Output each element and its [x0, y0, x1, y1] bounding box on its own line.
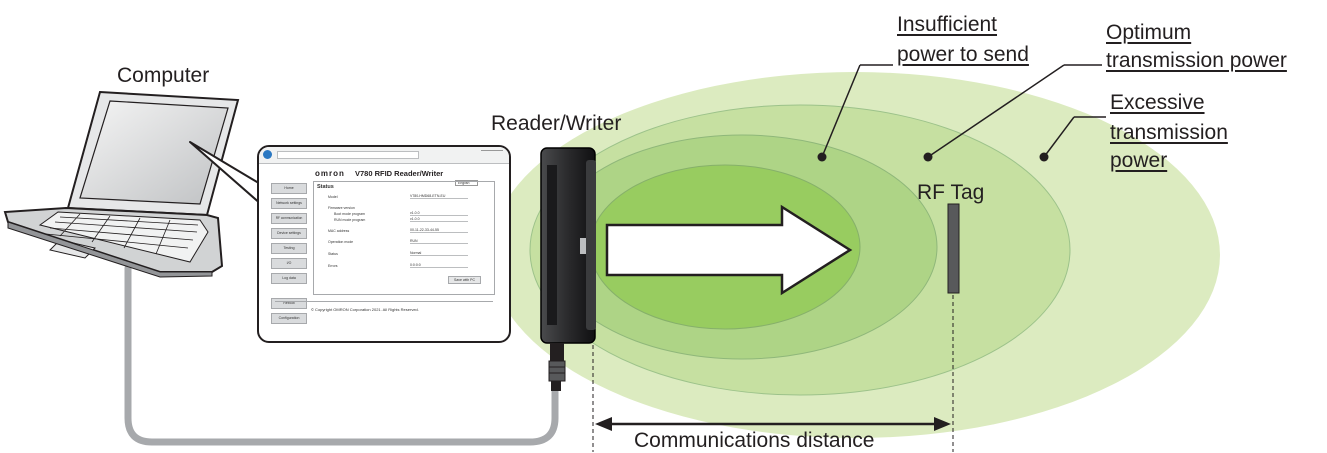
rf-tag-label: RF Tag [917, 181, 985, 204]
transmission-arrow [605, 204, 853, 296]
screen-title: V780 RFID Reader/Writer [355, 169, 444, 178]
field-value-run-mode: v1.0.0 [410, 217, 468, 222]
omron-logo: omron [315, 169, 345, 178]
menu-item-home[interactable]: Home [271, 183, 307, 194]
usb-cable [124, 264, 559, 446]
field-label-errors: Errors [328, 264, 338, 268]
field-label-model: Model [328, 195, 338, 199]
field-value-errors: 0:0:0:0 [410, 263, 468, 268]
excessive-power-label-line1: Excessive [1110, 91, 1205, 114]
browser-back-icon[interactable] [263, 150, 272, 159]
insufficient-zone-marker [817, 152, 827, 162]
field-label-mac: MAC address [328, 229, 350, 233]
rf-tag [947, 203, 960, 294]
footer-divider [275, 301, 493, 302]
menu-item-device-settings[interactable]: Device settings [271, 228, 307, 239]
section-title: Status [317, 184, 334, 190]
field-value-boot-mode: v1.0.0 [410, 211, 468, 216]
field-label-boot-mode: Boot mode program [334, 212, 365, 216]
menu-item-configuration[interactable]: Configuration [271, 313, 307, 324]
reader-writer-label: Reader/Writer [491, 112, 622, 135]
menu-item-testing[interactable]: Testing [271, 243, 307, 254]
menu-item-log-data[interactable]: Log data [271, 273, 307, 284]
status-panel: Status Model V780-HMD68-ETN-EU Firmware … [313, 181, 495, 295]
save-with-pc-button[interactable]: Save with PC [448, 276, 482, 284]
optimum-power-label-line1: Optimum [1106, 21, 1192, 44]
field-value-mac: 00-11-22-33-44-55 [410, 228, 468, 233]
optimum-zone-marker [923, 152, 933, 162]
menu-item-io[interactable]: I/O [271, 258, 307, 269]
excessive-zone-marker [1039, 152, 1049, 162]
field-label-operation-mode: Operation mode [328, 240, 354, 244]
field-value-model: V780-HMD68-ETN-EU [410, 194, 468, 199]
reader-writer-device [540, 147, 596, 391]
browser-title-bar [259, 147, 509, 164]
insufficient-power-label-line1: Insufficient [897, 13, 998, 36]
field-value-operation-mode: RUN [410, 239, 468, 244]
communication-zones [490, 72, 1220, 438]
laptop-computer [3, 90, 240, 278]
excessive-power-label-line2: transmission [1110, 121, 1228, 144]
excessive-power-label-line3: power [1110, 149, 1168, 172]
computer-label: Computer [117, 64, 210, 87]
language-select[interactable]: English [455, 180, 479, 186]
screen-callout: omron V780 RFID Reader/Writer English Ho… [257, 145, 511, 343]
menu-item-network-settings[interactable]: Network settings [271, 198, 307, 209]
window-controls[interactable] [481, 150, 503, 157]
field-value-status: Normal [410, 251, 468, 256]
optimum-power-label-line2: transmission power [1106, 49, 1287, 72]
menu-item-rf-communication-settings[interactable]: RF communication settings [271, 213, 307, 224]
menu-item-reboot[interactable]: Reboot [271, 298, 307, 309]
insufficient-power-label-line2: power to send [897, 43, 1029, 66]
zone-leader-lines [817, 64, 1106, 162]
field-label-firmware: Firmware version [328, 206, 355, 210]
field-label-run-mode: RUN mode program [334, 218, 366, 222]
communications-distance-arrow [595, 417, 951, 431]
communications-distance-label: Communications distance [634, 429, 875, 452]
side-menu: Home Network settings RF communication s… [271, 183, 307, 328]
address-bar[interactable] [277, 151, 419, 159]
copyright-footer: © Copyright OMRON Corporation 2021. All … [311, 307, 419, 312]
field-label-status: Status [328, 252, 338, 256]
